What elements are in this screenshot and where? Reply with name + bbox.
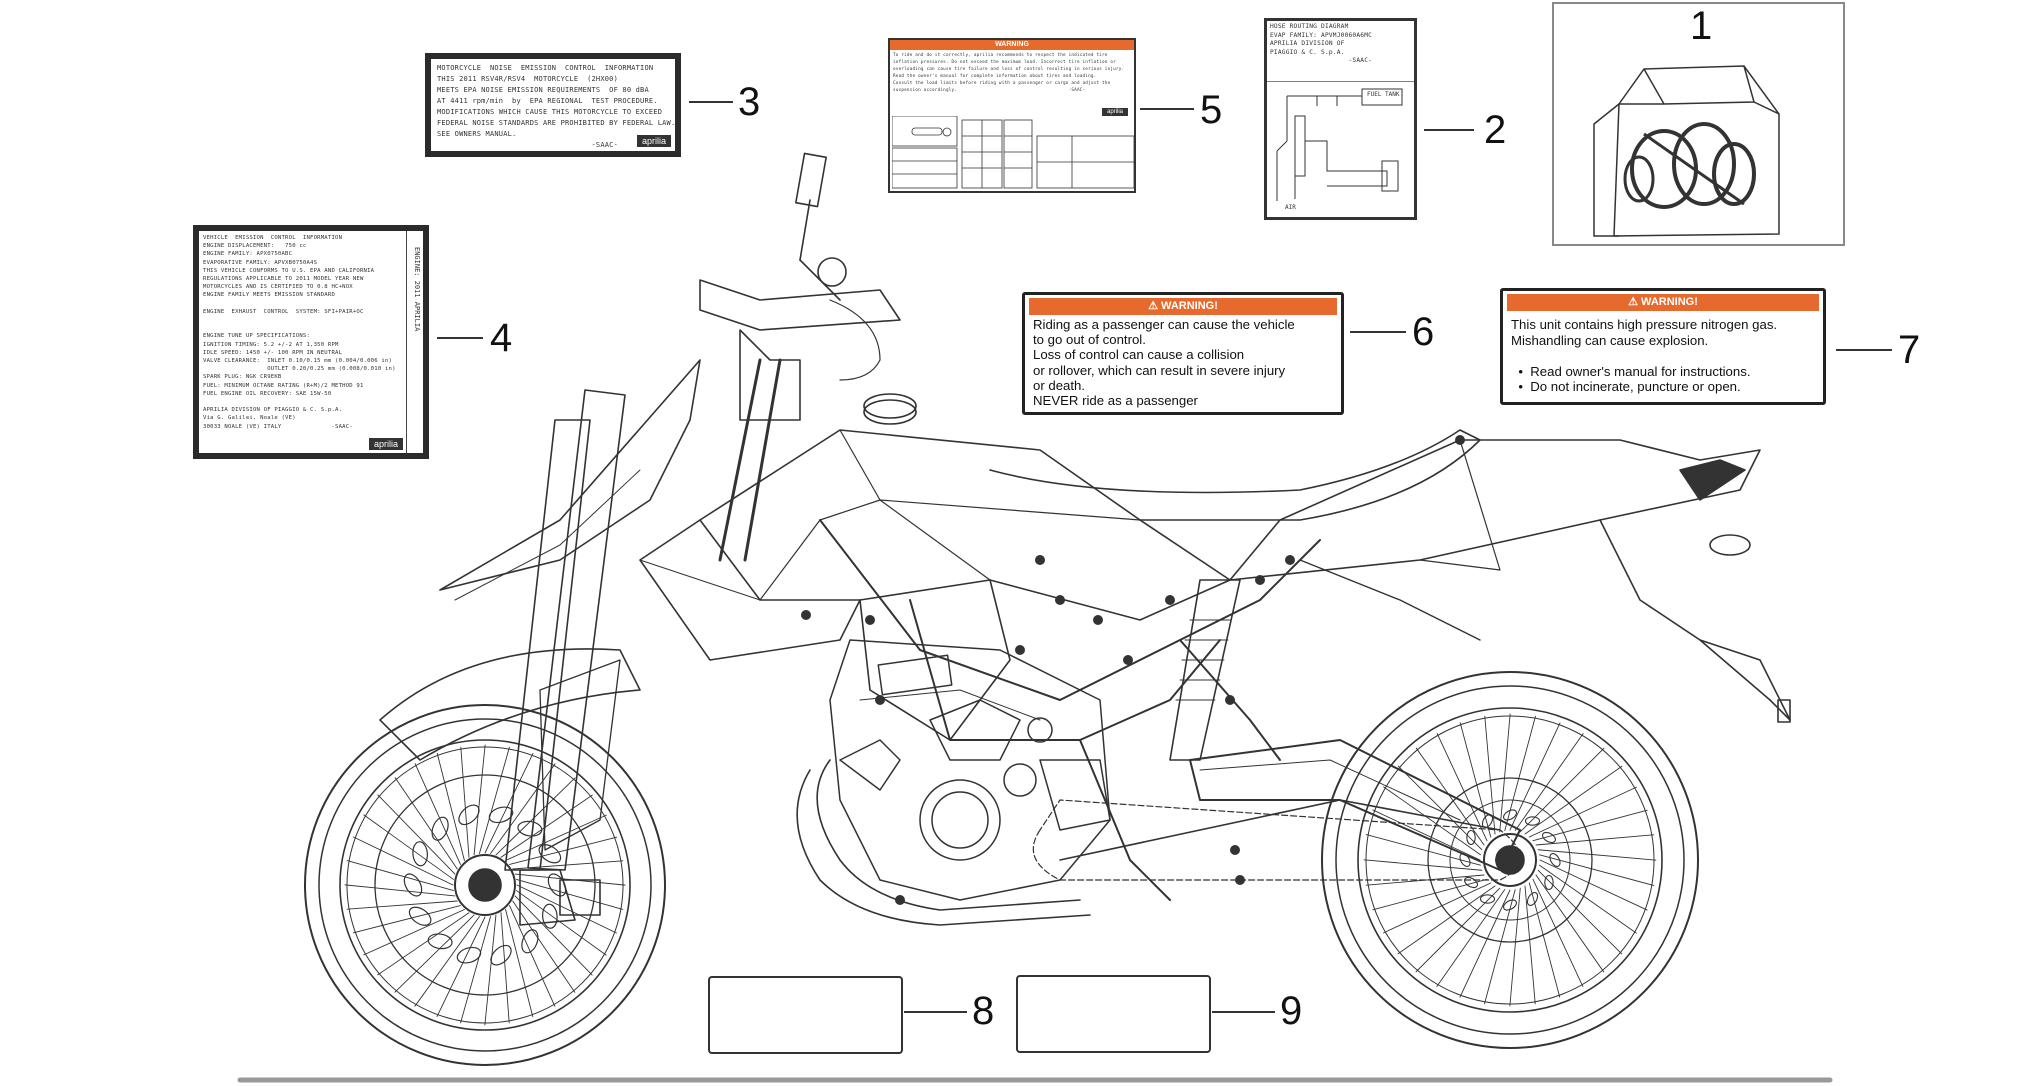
nitrogen-warning-body: This unit contains high pressure nitroge… bbox=[1511, 317, 1778, 394]
callout-7: 7 bbox=[1898, 328, 1921, 372]
part-1-inset bbox=[1552, 2, 1845, 246]
tire-warning-header: WARNING bbox=[890, 40, 1134, 50]
front-fork bbox=[504, 389, 626, 926]
swingarm bbox=[1189, 739, 1521, 871]
bolts bbox=[801, 435, 1505, 905]
aprilia-brand-tag-4: aprilia bbox=[368, 438, 403, 450]
passenger-warning-header: ⚠ WARNING! bbox=[1029, 298, 1337, 315]
noise-emission-text: MOTORCYCLE NOISE EMISSION CONTROL INFORM… bbox=[437, 64, 676, 149]
callout-5: 5 bbox=[1200, 88, 1223, 132]
aprilia-brand-tag-5: aprilia bbox=[1101, 108, 1128, 116]
engine bbox=[829, 639, 1111, 901]
noise-emission-label: MOTORCYCLE NOISE EMISSION CONTROL INFORM… bbox=[425, 53, 681, 157]
chain bbox=[1032, 799, 1521, 881]
vehicle-emission-label: VEHICLE EMISSION CONTROL INFORMATION ENG… bbox=[193, 225, 429, 459]
front-fender bbox=[379, 648, 641, 761]
seat-and-tail bbox=[989, 429, 1791, 723]
callout-2: 2 bbox=[1484, 108, 1507, 152]
vehicle-emission-side-strip bbox=[406, 231, 423, 453]
callout-1: 1 bbox=[1690, 4, 1713, 48]
passenger-warning-body: Riding as a passenger can cause the vehi… bbox=[1033, 317, 1295, 409]
rear-shock bbox=[1169, 579, 1241, 761]
handlebar bbox=[699, 152, 901, 562]
vehicle-emission-side-text: ENGINE: 2011 APRILIA bbox=[413, 247, 421, 332]
vehicle-emission-text: VEHICLE EMISSION CONTROL INFORMATION ENG… bbox=[203, 235, 396, 430]
callout-3: 3 bbox=[738, 80, 761, 124]
air-text: AIR bbox=[1285, 204, 1296, 211]
callout-8: 8 bbox=[972, 989, 995, 1033]
folded-sticker-icon bbox=[1593, 65, 1780, 237]
exhaust bbox=[796, 759, 1501, 926]
rear-wheel bbox=[1321, 671, 1699, 1049]
nitrogen-warning-label: ⚠ WARNING! This unit contains high press… bbox=[1500, 288, 1826, 405]
front-wheel bbox=[304, 704, 666, 1066]
hose-routing-diagram bbox=[1267, 81, 1414, 201]
tire-warning-text: To ride and do it correctly, aprilia rec… bbox=[893, 53, 1125, 93]
blank-plate-8 bbox=[708, 976, 903, 1054]
tire-pressure-table bbox=[892, 116, 1134, 189]
nitrogen-warning-header: ⚠ WARNING! bbox=[1507, 294, 1819, 311]
hose-routing-label: HOSE ROUTING DIAGRAM EVAP FAMILY: APVMJ0… bbox=[1264, 18, 1417, 220]
callout-6: 6 bbox=[1412, 310, 1435, 354]
fuel-tank-text: FUEL TANK bbox=[1367, 91, 1400, 98]
tire-warning-label: WARNING To ride and do it correctly, apr… bbox=[888, 38, 1136, 193]
callout-9: 9 bbox=[1280, 989, 1303, 1033]
hose-routing-text: HOSE ROUTING DIAGRAM EVAP FAMILY: APVMJ0… bbox=[1270, 23, 1373, 64]
passenger-warning-label: ⚠ WARNING! Riding as a passenger can cau… bbox=[1022, 292, 1344, 415]
aprilia-brand-tag: aprilia bbox=[636, 135, 671, 147]
callout-4: 4 bbox=[490, 316, 513, 360]
blank-plate-9 bbox=[1016, 975, 1211, 1053]
frame bbox=[819, 519, 1481, 901]
front-number-plate bbox=[439, 359, 701, 591]
